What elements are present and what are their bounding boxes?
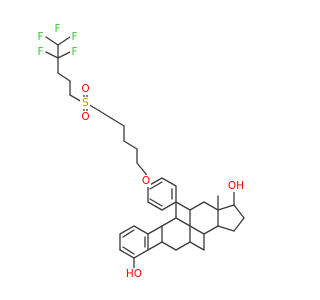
bond [217,225,235,232]
svg-text:S: S [82,97,89,109]
bond [133,225,149,235]
bond [161,241,177,251]
ether-oxygen-atom-label: O [141,175,151,187]
bond [57,51,71,59]
atom-label-layer: F F F F F S O O [36,23,245,280]
svg-text:F: F [71,31,77,43]
bond [133,249,149,259]
bond [203,201,219,211]
fluorine-atom-label: F [70,31,79,43]
svg-text:F: F [37,31,43,43]
bond [175,201,191,211]
svg-text:O: O [81,111,89,123]
hydroxyl-group-label: OH [226,180,245,192]
bond [149,181,163,190]
fluorine-atom-label: F [36,31,45,43]
bond [57,72,71,82]
bond [119,249,135,259]
fluorine-atom-label: F [53,23,62,35]
svg-text:F: F [71,46,77,58]
bond [233,204,245,219]
bond [119,225,135,235]
bond [45,51,59,59]
bond [147,241,163,251]
svg-text:O: O [142,175,150,187]
bond [122,229,135,238]
bond [57,36,71,46]
bond [217,204,235,211]
svg-text:F: F [37,46,43,58]
bond [147,225,163,235]
bond [189,241,205,251]
bond [97,109,112,119]
bond [45,36,59,46]
bond [149,198,163,207]
bond [161,177,177,187]
bond [189,201,205,211]
bond [233,217,245,232]
fluorine-atom-label: F [36,46,45,58]
svg-text:F: F [54,23,60,35]
bond [175,241,191,251]
bond [189,225,205,235]
bond [122,246,135,255]
bond [136,162,147,175]
fluorine-atom-label: F [70,46,79,58]
background [0,0,300,300]
bond [161,201,177,211]
svg-text:O: O [81,83,89,95]
bond [175,217,191,227]
svg-text:HO: HO [126,268,142,280]
sulfonyl-oxygen-atom-label: O [80,111,90,123]
bond [203,225,219,235]
bond [161,217,177,227]
sulfonyl-oxygen-atom-label: O [80,83,90,95]
svg-text:OH: OH [228,180,244,192]
molecule-structure-diagram: F F F F F S O O [0,0,300,300]
bond [123,140,138,150]
hydroxyl-group-label: HO [124,268,143,280]
bond [110,117,125,127]
bond [147,201,163,211]
sulfur-atom-label: S [80,97,90,109]
